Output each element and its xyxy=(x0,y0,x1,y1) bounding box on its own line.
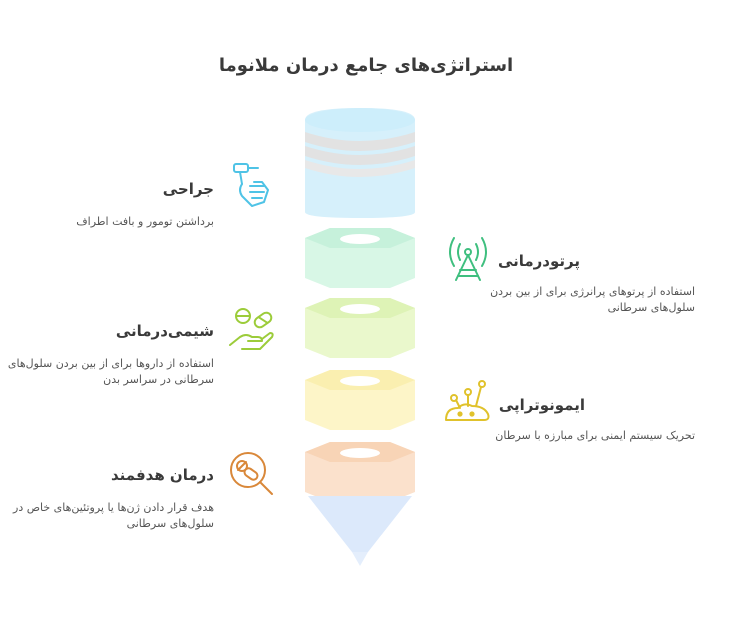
pencil-tip xyxy=(308,496,412,566)
pencil-segment-immunotherapy xyxy=(305,370,415,430)
chemotherapy-heading: شیمی‌درمانی xyxy=(115,322,214,340)
hand-scalpel-icon xyxy=(233,163,269,207)
surgery-heading: جراحی xyxy=(162,180,214,198)
immune-cell-icon xyxy=(445,380,490,421)
target-pill-icon xyxy=(230,452,273,495)
immunotherapy-heading: ایمونوتراپی xyxy=(498,396,585,414)
pencil-segment-chemotherapy xyxy=(305,298,415,358)
radiation-tower-icon xyxy=(449,237,487,281)
diagram-title: استراتژی‌های جامع درمان ملانوما xyxy=(218,55,514,76)
surgery-description: برداشتن تومور و بافت اطراف xyxy=(76,215,214,228)
pencil-eraser-segment xyxy=(305,108,415,218)
hand-pills-icon xyxy=(229,308,274,350)
targeted-therapy-description: هدف قرار دادن ژن‌ها یا پروتئین‌های خاص د… xyxy=(13,501,214,530)
radiotherapy-heading: پرتودرمانی xyxy=(497,252,580,270)
immunotherapy-description: تحریک سیستم ایمنی برای مبارزه با سرطان xyxy=(495,429,695,442)
stacked-pencil-diagram xyxy=(305,108,415,566)
pencil-segment-targeted xyxy=(305,442,415,502)
chemotherapy-description: استفاده از داروها برای از بین بردن سلول‌… xyxy=(7,357,214,386)
targeted-therapy-heading: درمان هدفمند xyxy=(110,466,214,484)
radiotherapy-description: استفاده از پرتوهای پرانرژی برای از بین ب… xyxy=(490,285,695,314)
pencil-segment-radiotherapy xyxy=(305,228,415,288)
